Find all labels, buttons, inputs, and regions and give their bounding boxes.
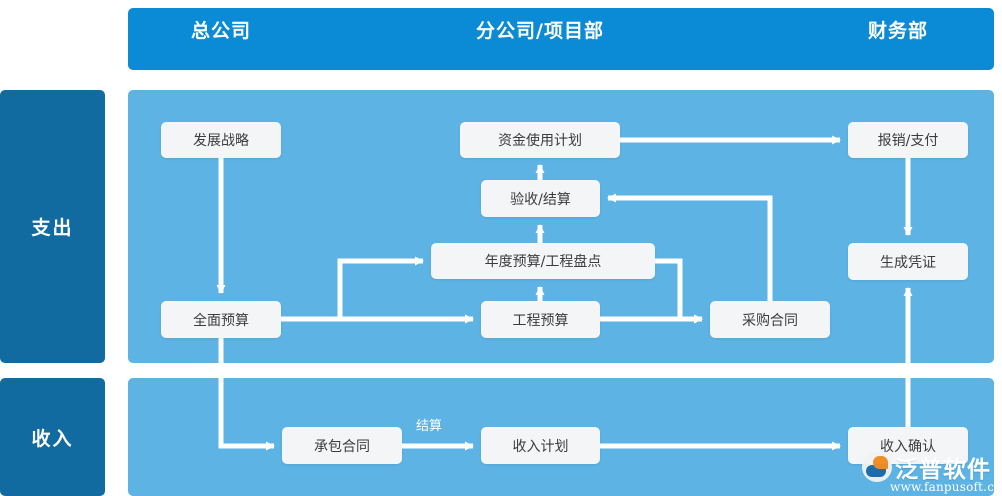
node-label: 报销/支付 — [877, 133, 939, 149]
header-column-zonggongsi: 总公司 — [190, 20, 251, 42]
node-shengcheng-pingzheng[interactable]: 生成凭证 — [848, 243, 968, 280]
node-label: 发展战略 — [193, 133, 249, 149]
category-panel-income: 收入 — [0, 378, 105, 496]
edge-label-jiesuan: 结算 — [416, 419, 443, 434]
node-label: 工程预算 — [512, 312, 569, 329]
node-label: 验收/结算 — [510, 191, 571, 208]
node-label: 收入计划 — [512, 438, 569, 455]
node-niandu-yusuan-gongcheng-pandian[interactable]: 年度预算/工程盘点 — [431, 243, 655, 279]
node-shouru-queren[interactable]: 收入确认 — [848, 427, 968, 464]
node-label: 采购合同 — [742, 312, 798, 329]
node-fazhan-zhanlue[interactable]: 发展战略 — [161, 122, 281, 158]
node-chengbao-hetong[interactable]: 承包合同 — [282, 427, 402, 464]
node-shouru-jihua[interactable]: 收入计划 — [481, 427, 600, 464]
node-label: 年度预算/工程盘点 — [484, 254, 602, 270]
node-quanmian-yusuan[interactable]: 全面预算 — [161, 301, 281, 338]
node-label: 全面预算 — [193, 312, 249, 329]
node-yanshou-jiesuan[interactable]: 验收/结算 — [481, 180, 600, 217]
header-bar — [128, 8, 994, 70]
node-label: 生成凭证 — [880, 254, 936, 271]
category-label-income: 收入 — [31, 427, 74, 450]
header-column-caiwubu: 财务部 — [867, 20, 928, 42]
node-gongcheng-yusuan[interactable]: 工程预算 — [481, 301, 600, 338]
node-label: 承包合同 — [314, 438, 370, 455]
node-caigou-hetong[interactable]: 采购合同 — [710, 301, 830, 338]
node-baoxiao-zhifu[interactable]: 报销/支付 — [848, 122, 968, 158]
node-label: 收入确认 — [880, 438, 936, 455]
node-label: 资金使用计划 — [498, 133, 582, 149]
category-panel-expenditure: 支出 — [0, 90, 105, 363]
header-column-fengongsi: 分公司/项目部 — [476, 20, 604, 42]
category-label-expenditure: 支出 — [31, 217, 74, 239]
node-zijin-shiyong-jihua[interactable]: 资金使用计划 — [460, 122, 620, 158]
